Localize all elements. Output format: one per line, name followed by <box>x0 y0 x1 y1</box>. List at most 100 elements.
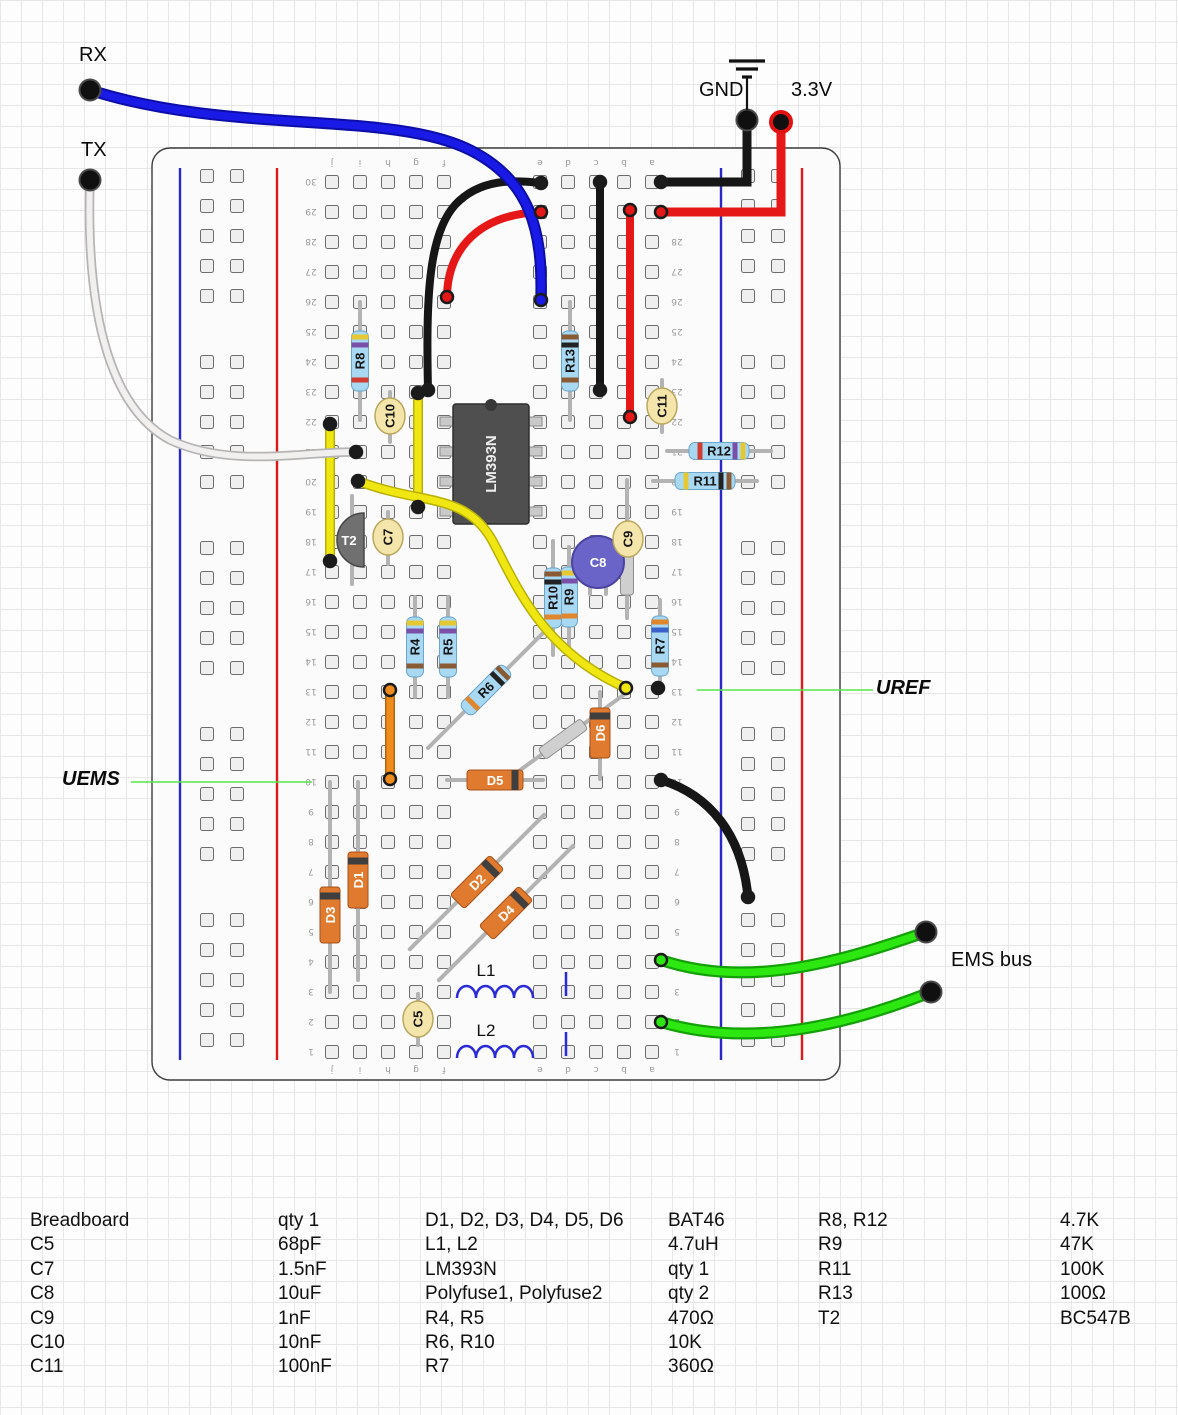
power-rail-lines <box>178 168 804 1060</box>
part-name: D1, D2, D3, D4, D5, D6 <box>425 1210 624 1231</box>
row-number: 22 <box>671 416 682 426</box>
breadboard-hole <box>741 817 755 831</box>
uref-label: UREF <box>876 677 931 699</box>
breadboard-hole <box>381 445 395 459</box>
ems-bus-connector-2 <box>919 980 943 1004</box>
resistor-r11: R11 <box>651 472 759 490</box>
breadboard-hole <box>645 565 659 579</box>
column-letter: d <box>565 1064 571 1074</box>
breadboard-hole <box>409 745 423 759</box>
part-name: C11 <box>30 1356 64 1378</box>
breadboard-hole <box>325 175 339 189</box>
breadboard-hole <box>741 631 755 645</box>
breadboard-hole <box>325 385 339 399</box>
breadboard-hole <box>533 985 547 999</box>
breadboard-hole <box>645 505 659 519</box>
row-number: 11 <box>671 746 682 756</box>
part-name: C7 <box>30 1258 55 1280</box>
resistor-label: R12 <box>707 444 731 459</box>
breadboard-hole <box>200 541 214 555</box>
row-number: 13 <box>671 686 682 696</box>
row-number: 12 <box>305 716 316 726</box>
breadboard-hole <box>409 1045 423 1059</box>
breadboard-hole <box>325 625 339 639</box>
breadboard-hole <box>409 205 423 219</box>
row-number: 17 <box>305 566 316 576</box>
breadboard-hole <box>589 415 603 429</box>
breadboard-hole <box>617 445 631 459</box>
breadboard-hole <box>645 295 659 309</box>
breadboard-hole <box>381 205 395 219</box>
breadboard-hole <box>561 205 575 219</box>
breadboard-hole <box>645 1045 659 1059</box>
breadboard-hole <box>645 865 659 879</box>
column-letter: c <box>593 1064 598 1074</box>
breadboard-hole <box>645 895 659 909</box>
breadboard-hole <box>437 925 451 939</box>
breadboard-hole <box>589 445 603 459</box>
breadboard-hole <box>771 355 785 369</box>
breadboard-hole <box>561 685 575 699</box>
row-number: 3 <box>674 986 680 996</box>
row-number: 24 <box>671 356 683 366</box>
breadboard-hole <box>325 1045 339 1059</box>
breadboard-hole <box>589 925 603 939</box>
breadboard-hole <box>353 1015 367 1029</box>
breadboard-hole <box>561 175 575 189</box>
breadboard-hole <box>437 355 451 369</box>
column-letter: i <box>359 157 362 167</box>
breadboard-hole <box>200 475 214 489</box>
breadboard-hole <box>561 985 575 999</box>
part-name: R9 <box>818 1234 843 1256</box>
breadboard-hole <box>589 985 603 999</box>
breadboard-hole <box>617 925 631 939</box>
breadboard-hole <box>230 727 244 741</box>
part-value <box>1060 1356 1178 1380</box>
row-number: 5 <box>308 926 314 936</box>
row-number: 15 <box>671 626 682 636</box>
column-letter: i <box>359 1064 362 1074</box>
diode-d2: D2 <box>407 812 547 952</box>
row-number: 15 <box>305 626 316 636</box>
row-number: 18 <box>671 536 683 546</box>
breadboard-hole <box>645 925 659 939</box>
part-value <box>1060 1332 1178 1356</box>
row-number: 18 <box>305 536 317 546</box>
breadboard-hole <box>200 943 214 957</box>
breadboard-hole <box>771 631 785 645</box>
tx-connector <box>78 168 102 192</box>
breadboard-hole <box>589 865 603 879</box>
breadboard-hole <box>437 865 451 879</box>
breadboard-hole <box>409 235 423 249</box>
breadboard-hole <box>437 715 451 729</box>
part-value: qty 2 <box>668 1283 710 1305</box>
breadboard-hole <box>437 805 451 819</box>
breadboard-hole <box>437 1045 451 1059</box>
breadboard-hole <box>353 265 367 279</box>
inductor-label: L1 <box>477 961 496 980</box>
column-letter: e <box>537 1064 543 1074</box>
breadboard-hole <box>409 295 423 309</box>
breadboard-hole <box>561 895 575 909</box>
breadboard-hole <box>381 1015 395 1029</box>
row-number: 19 <box>305 506 317 516</box>
breadboard-hole <box>533 685 547 699</box>
resistor-r6: R6 <box>426 630 546 750</box>
breadboard-hole <box>230 817 244 831</box>
breadboard-hole <box>533 535 547 549</box>
part-name: L1, L2 <box>425 1234 478 1256</box>
row-number: 12 <box>671 716 682 726</box>
breadboard-hole <box>533 655 547 669</box>
resistor-r7: R7 <box>651 598 669 694</box>
breadboard-hole <box>771 787 785 801</box>
breadboard-hole <box>381 295 395 309</box>
inductor-l2: L2 <box>455 1021 568 1059</box>
breadboard-hole <box>771 913 785 927</box>
part-name: Polyfuse1, Polyfuse2 <box>425 1283 603 1305</box>
part-value: 68pF <box>278 1234 322 1256</box>
breadboard-hole <box>645 805 659 819</box>
breadboard-hole <box>381 175 395 189</box>
breadboard-hole <box>561 775 575 789</box>
wire-red-top <box>443 208 544 301</box>
